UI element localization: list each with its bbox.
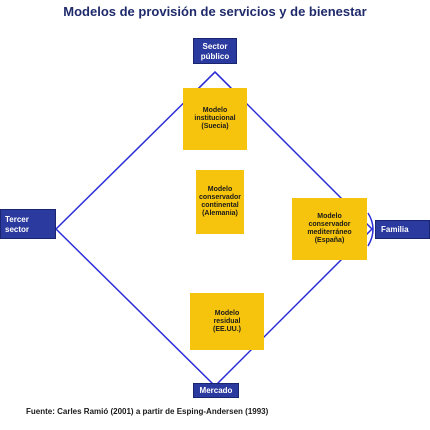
pole-public-line-1: Sector — [202, 42, 228, 51]
model-mediterranean-line-4: (España) — [314, 237, 345, 244]
model-institutional-line-1: Modelo — [202, 107, 228, 114]
pole-public-sector: Sector público — [193, 38, 237, 64]
model-mediterranean-line-1: Modelo — [317, 213, 342, 220]
pole-family: Familia — [375, 220, 430, 239]
family-bracket — [367, 212, 374, 247]
model-continental: Modelo conservador continental (Alemania… — [196, 170, 244, 234]
public-connector-left — [198, 71, 216, 89]
model-mediterranean-line-3: mediterráneo — [307, 229, 352, 236]
model-residual-line-2: residual — [213, 317, 241, 325]
model-institutional: Modelo institucional (Suecia) — [183, 88, 247, 150]
pole-third-line-2: sector — [5, 225, 30, 234]
model-continental-line-1: Modelo — [207, 186, 233, 193]
pole-market-label: Mercado — [199, 386, 233, 395]
pole-public-line-2: público — [200, 52, 230, 61]
pole-market: Mercado — [193, 383, 239, 398]
model-mediterranean-line-2: conservador — [308, 221, 351, 228]
model-residual: Modelo residual (EE.UU.) — [190, 293, 264, 350]
model-continental-line-4: (Alemania) — [202, 210, 238, 217]
pole-third-sector: Tercer sector — [0, 209, 56, 239]
model-institutional-line-3: (Suecia) — [201, 123, 229, 130]
pole-family-label: Familia — [381, 225, 409, 234]
source-note: Fuente: Carles Ramió (2001) a partir de … — [26, 407, 269, 416]
model-residual-line-1: Modelo — [214, 309, 240, 317]
pole-third-line-1: Tercer — [5, 215, 29, 224]
public-connector-right — [214, 71, 232, 89]
diagram-title: Modelos de provisión de servicios y de b… — [63, 4, 367, 19]
model-residual-line-3: (EE.UU.) — [213, 325, 241, 333]
model-institutional-line-2: institucional — [194, 115, 236, 122]
model-continental-line-2: conservador — [198, 194, 242, 201]
model-continental-line-3: continental — [201, 202, 239, 209]
model-mediterranean: Modelo conservador mediterráneo (España) — [292, 198, 367, 260]
